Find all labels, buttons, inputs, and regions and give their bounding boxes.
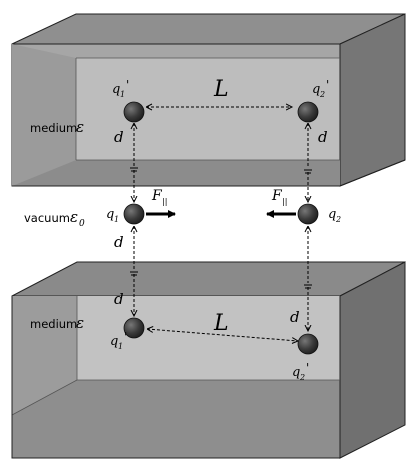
F-right-label: F [151,188,163,204]
top-box-top-face [11,13,406,45]
q2-prime-top-prime: ' [326,78,329,92]
bottom-box-inner-left [12,296,77,415]
F-left-subscript: || [282,197,287,206]
distance-L-bottom [147,329,298,341]
bottom-medium-box [11,261,406,459]
surface-markers [130,167,312,289]
F-right-subscript: || [162,197,167,206]
charge-q1 [123,203,145,225]
L-bottom-label: L [213,311,229,336]
F-left-label: F [271,188,283,204]
q1-prime-top-subscript: 1 [120,90,125,99]
q1-prime-bottom-label: q [110,334,118,349]
d-bot-right-label: d [290,308,300,326]
charge-q2 [297,203,319,225]
q1-prime-bottom-subscript: 1 [118,342,123,351]
vacuum-epsilon: ε [70,208,78,226]
charge-q2-prime-bottom [297,333,319,355]
d-bot-left-label: d [114,290,124,308]
charge-q1-prime-top [123,101,145,123]
medium-bottom-epsilon: ε [76,314,84,332]
q1-prime-bottom-prime: ' [124,330,127,344]
medium-bottom-label: medium [30,317,77,331]
medium-top-epsilon: ε [76,118,84,136]
L-top-label: L [213,77,229,102]
charges [123,101,319,355]
q1-prime-top-prime: ' [126,78,129,92]
distance-lines [134,107,308,341]
q2-label: q [328,207,336,222]
vacuum-epsilon-subscript: 0 [79,219,85,229]
q1-prime-top-label: q [112,82,120,97]
top-box-right-face [339,13,406,187]
charge-q1-prime-bottom [123,317,145,339]
bottom-box-right-face [339,261,406,459]
q2-subscript: 2 [335,215,341,224]
bottom-box-floor [12,380,340,458]
d-top-right-label: d [318,128,328,146]
q2-prime-bottom-label: q [292,365,300,380]
d-mid-left-label: d [114,233,124,251]
bottom-box-top-face [11,261,406,297]
q2-prime-top-label: q [312,82,320,97]
top-medium-box [11,13,406,187]
medium-top-label: medium [30,121,77,135]
charge-q2-prime-top [297,101,319,123]
q1-label: q [106,207,114,222]
vacuum-label: vacuum [24,211,70,225]
d-top-left-label: d [114,128,124,146]
q2-prime-top-subscript: 2 [319,90,325,99]
top-box-inner-left [12,44,76,186]
q2-prime-bottom-prime: ' [306,361,309,375]
q1-subscript: 1 [114,215,119,224]
q2-prime-bottom-subscript: 2 [299,373,305,382]
top-box-floor [12,160,340,186]
